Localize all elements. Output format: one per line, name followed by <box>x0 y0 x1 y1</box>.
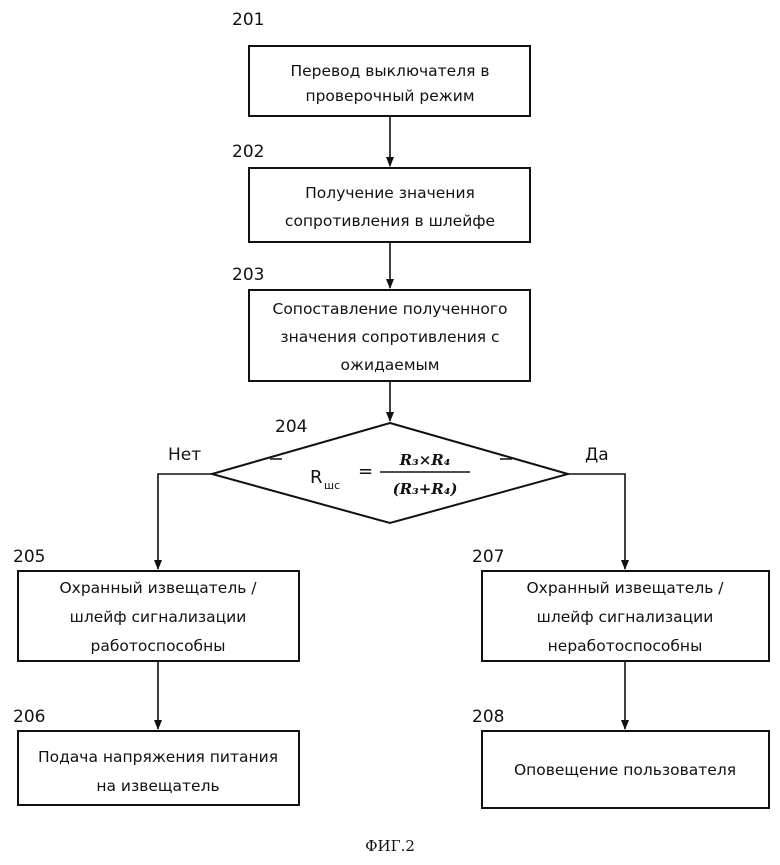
step-202-line-2: сопротивления в шлейфе <box>285 212 495 230</box>
step-201-line-2: проверочный режим <box>305 87 474 105</box>
step-202-line-1: Получение значения <box>305 184 475 202</box>
decision-204-diamond <box>212 423 568 523</box>
step-207-line-2: шлейф сигнализации <box>537 608 714 626</box>
step-208-line-1: Оповещение пользователя <box>514 761 736 779</box>
branch-yes-label: Да <box>585 445 609 465</box>
step-205-line-3: работоспособны <box>91 637 226 655</box>
step-202-number: 202 <box>232 142 264 162</box>
step-206-line-2: на извещатель <box>96 777 219 795</box>
formula-numerator: R₃×R₄ <box>399 451 451 469</box>
step-206-line-1: Подача напряжения питания <box>38 748 278 766</box>
arrow-204-207 <box>568 474 625 569</box>
step-206-number: 206 <box>13 707 45 727</box>
step-203-line-2: значения сопротивления с <box>280 328 499 346</box>
formula-denominator: (R₃+R₄) <box>393 480 458 498</box>
step-207-line-1: Охранный извещатель / <box>526 579 724 597</box>
step-207-line-3: неработоспособны <box>548 637 703 655</box>
step-201-line-1: Перевод выключателя в <box>290 62 489 80</box>
step-205-number: 205 <box>13 547 45 567</box>
formula-subscript: шс <box>324 479 340 492</box>
step-204-number: 204 <box>275 417 307 437</box>
arrow-204-205 <box>158 474 212 569</box>
branch-no-label: Нет <box>168 445 201 465</box>
step-205-line-1: Охранный извещатель / <box>59 579 257 597</box>
step-203-line-3: ожидаемым <box>341 356 440 374</box>
step-201-box <box>249 46 530 116</box>
step-202-box <box>249 168 530 242</box>
step-201-number: 201 <box>232 10 264 30</box>
step-207-number: 207 <box>472 547 504 567</box>
formula-r: R <box>310 467 323 488</box>
step-203-line-1: Сопоставление полученного <box>273 300 508 318</box>
step-205-line-2: шлейф сигнализации <box>70 608 247 626</box>
formula-equals: = <box>358 461 373 482</box>
step-203-number: 203 <box>232 265 264 285</box>
figure-caption: ФИГ.2 <box>365 837 415 855</box>
step-208-number: 208 <box>472 707 504 727</box>
